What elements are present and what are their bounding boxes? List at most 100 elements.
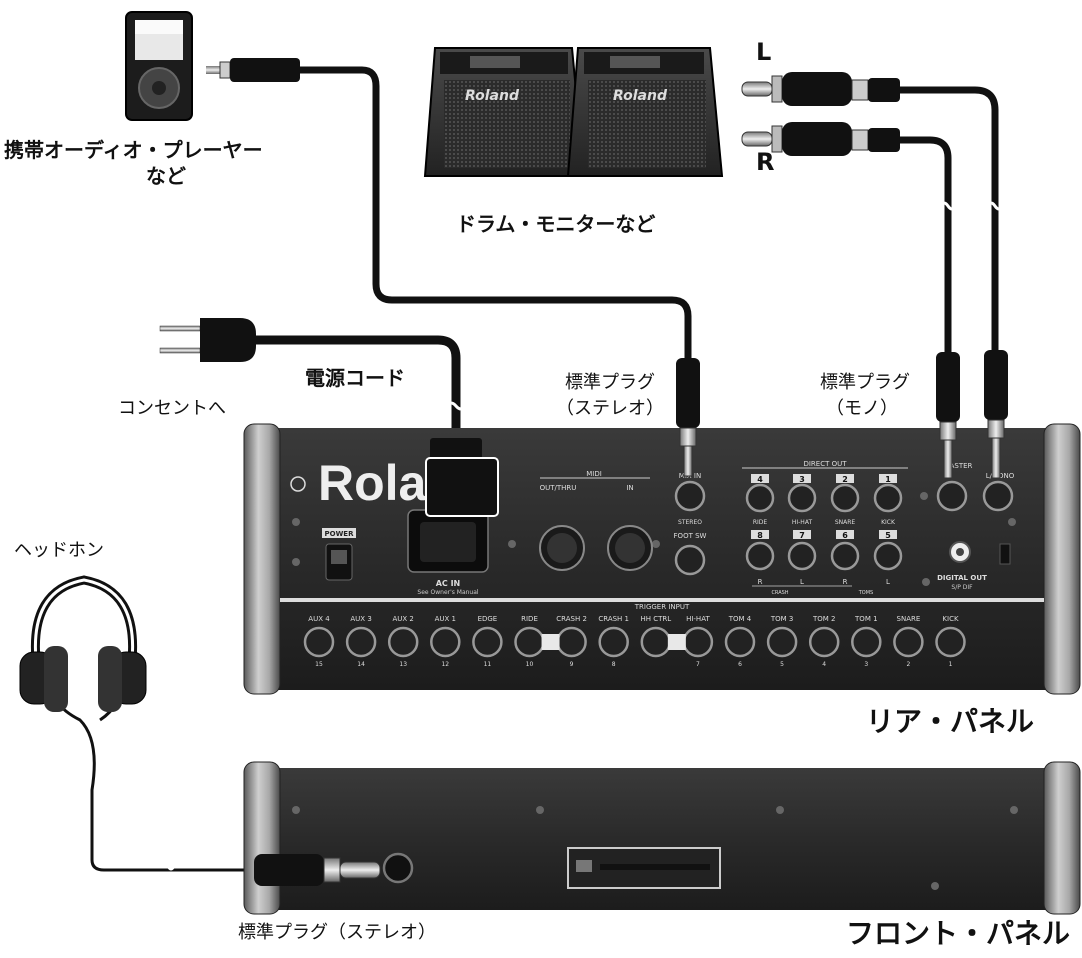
direct-out-label: DIRECT OUT bbox=[803, 460, 847, 468]
front-panel-label: フロント・パネル bbox=[846, 917, 1071, 950]
cable-break-master-l bbox=[985, 201, 1005, 211]
cable-break-master-r bbox=[938, 201, 958, 211]
digital-out-label: DIGITAL OUT bbox=[937, 574, 987, 582]
headphones-label: ヘッドホン bbox=[14, 540, 104, 561]
drum-monitor-1: Roland bbox=[423, 47, 586, 177]
direct-out-number-box bbox=[793, 474, 811, 483]
std-plug-mono-label: 標準プラグ bbox=[820, 372, 910, 393]
direct-out-jack bbox=[830, 483, 860, 513]
stereo-plug-rear bbox=[676, 358, 700, 477]
trigger-jack bbox=[472, 626, 503, 658]
trigger-name: RIDE bbox=[521, 615, 538, 623]
direct-out-jack bbox=[745, 483, 775, 513]
trigger-name: SNARE bbox=[897, 615, 921, 623]
direct-out-name: HI-HAT bbox=[792, 519, 813, 526]
trigger-pair-bridge bbox=[667, 634, 686, 650]
direct-out-jack bbox=[745, 541, 775, 571]
direct-out-number: 3 bbox=[799, 475, 805, 484]
std-plug-front-label: 標準プラグ（ステレオ） bbox=[238, 922, 436, 943]
midi-in-label: IN bbox=[626, 484, 633, 492]
trigger-jack bbox=[430, 626, 461, 658]
screw bbox=[1008, 518, 1016, 526]
trigger-jack bbox=[345, 626, 377, 658]
direct-out-number: 6 bbox=[842, 531, 848, 540]
trigger-jack bbox=[387, 626, 419, 658]
direct-out-jack bbox=[787, 541, 817, 571]
outlet-label: コンセントへ bbox=[118, 398, 226, 419]
trigger-number: 3 bbox=[864, 661, 868, 668]
master-l-plug bbox=[741, 72, 900, 106]
trigger-name: CRASH 2 bbox=[556, 615, 587, 623]
direct-out-side: L bbox=[886, 578, 890, 586]
right-channel-label: R bbox=[756, 148, 775, 176]
std-plug-stereo-label-2: （ステレオ） bbox=[556, 398, 664, 419]
trigger-name: AUX 2 bbox=[393, 615, 414, 623]
direct-out-number: 1 bbox=[885, 475, 891, 484]
direct-out-side: L bbox=[800, 578, 804, 586]
monitor-2-brand: Roland bbox=[613, 88, 668, 104]
midi-label: MIDI bbox=[586, 470, 602, 478]
std-plug-mono-label-2: （モノ） bbox=[826, 398, 898, 419]
direct-out-jack bbox=[787, 483, 817, 513]
headphone-cable bbox=[46, 659, 258, 872]
ac-in-sub-label: See Owner's Manual bbox=[417, 589, 479, 596]
trigger-number: 4 bbox=[822, 661, 826, 668]
trigger-number: 7 bbox=[696, 661, 700, 668]
power-cord-label: 電源コード bbox=[305, 366, 405, 390]
power-label: POWER bbox=[325, 530, 355, 538]
crash-group-label: CRASH bbox=[771, 590, 788, 596]
direct-out-jack bbox=[873, 483, 903, 513]
trigger-number: 12 bbox=[441, 661, 449, 668]
direct-out-number-box bbox=[879, 474, 897, 483]
trigger-number: 13 bbox=[399, 661, 407, 668]
midi-out-label: OUT/THRU bbox=[540, 484, 577, 492]
trigger-name: AUX 3 bbox=[350, 615, 371, 623]
direct-out-jack bbox=[830, 541, 860, 571]
trigger-number: 14 bbox=[357, 661, 365, 668]
direct-out-name: KICK bbox=[881, 519, 896, 526]
trigger-number: 8 bbox=[612, 661, 616, 668]
trigger-name: CRASH 1 bbox=[598, 615, 629, 623]
trigger-name: EDGE bbox=[478, 615, 498, 623]
trigger-number: 2 bbox=[906, 661, 910, 668]
mono-plug-l-rear bbox=[984, 350, 1008, 479]
direct-out-number: 5 bbox=[885, 531, 891, 540]
left-channel-label: L bbox=[756, 38, 772, 66]
trigger-name: TOM 4 bbox=[728, 615, 752, 623]
headphones-icon bbox=[19, 575, 147, 712]
trigger-jack bbox=[808, 626, 840, 658]
headphone-plug bbox=[254, 854, 381, 886]
trigger-jack bbox=[514, 626, 545, 658]
trigger-name: TOM 2 bbox=[812, 615, 836, 623]
trigger-name: TOM 3 bbox=[770, 615, 794, 623]
trigger-number: 1 bbox=[949, 661, 953, 668]
power-cable bbox=[252, 335, 461, 440]
trigger-name: HH CTRL bbox=[640, 615, 671, 623]
screw bbox=[508, 540, 516, 548]
trigger-jack bbox=[935, 626, 966, 658]
cable-break-headphone bbox=[160, 861, 176, 871]
master-l-cable bbox=[900, 86, 999, 350]
direct-out-number-box bbox=[751, 530, 769, 539]
direct-out-number-box bbox=[879, 530, 897, 539]
trigger-input-label: TRIGGER INPUT bbox=[634, 603, 690, 611]
direct-out-number-box bbox=[751, 474, 769, 483]
drum-monitor-2: Roland bbox=[566, 47, 724, 177]
rear-panel-label: リア・パネル bbox=[866, 705, 1035, 738]
toms-group-label: TOMS bbox=[858, 590, 873, 596]
screw bbox=[652, 540, 660, 548]
trigger-jack bbox=[851, 626, 882, 658]
monitor-1-brand: Roland bbox=[465, 88, 520, 104]
direct-out-number: 2 bbox=[842, 475, 848, 484]
std-plug-stereo-label: 標準プラグ bbox=[565, 372, 655, 393]
rear-panel: Roland POWER AC IN See Owner's Manual MI… bbox=[243, 423, 1081, 695]
trigger-number: 11 bbox=[484, 661, 492, 668]
trigger-name: TOM 1 bbox=[854, 615, 878, 623]
master-label: MASTER bbox=[944, 462, 973, 470]
screw bbox=[292, 518, 300, 526]
direct-out-jack bbox=[873, 541, 903, 571]
trigger-jack bbox=[556, 626, 587, 658]
trigger-jack bbox=[893, 626, 924, 658]
